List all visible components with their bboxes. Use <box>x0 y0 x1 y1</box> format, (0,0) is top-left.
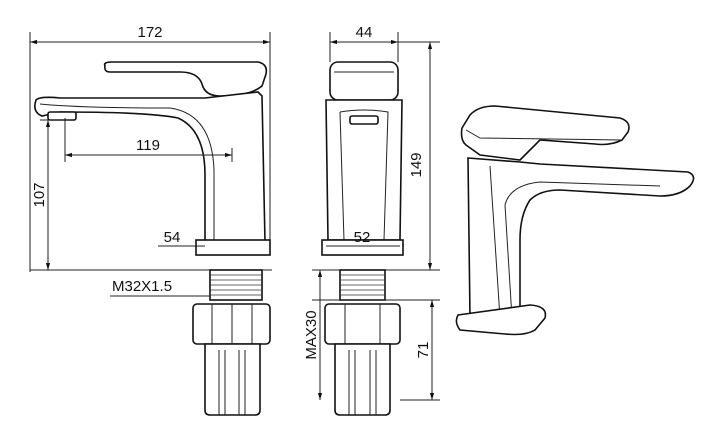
dim-overall-height: 149 <box>408 152 425 177</box>
base-3d <box>455 304 547 336</box>
dim-spout-reach: 119 <box>136 137 160 154</box>
front-view: 172 119 107 54 M32X1.5 <box>29 24 272 416</box>
nut-fingers-side <box>334 343 391 416</box>
body-and-spout <box>34 91 266 243</box>
base-plate <box>195 239 271 256</box>
dim-spout-height: 107 <box>31 182 48 207</box>
dim-body-width: 44 <box>356 24 373 41</box>
dim-thread: M32X1.5 <box>112 278 172 295</box>
dim-base-width-side: 52 <box>354 229 371 246</box>
perspective-view <box>455 105 695 336</box>
handle-side <box>329 61 399 101</box>
side-view: 44 52 149 MAX30 71 <box>303 24 440 416</box>
aerator <box>47 111 77 121</box>
dim-overall-length: 172 <box>137 24 162 41</box>
base-side <box>321 239 404 256</box>
handle <box>103 61 268 97</box>
body-3d <box>467 157 695 319</box>
nut-side <box>324 303 401 345</box>
dim-shank-length: 71 <box>415 342 432 359</box>
handle-3d <box>460 105 630 161</box>
nut-fingers <box>204 343 261 416</box>
dim-max-thickness: MAX30 <box>303 310 320 359</box>
dim-base-width-front: 54 <box>164 229 181 246</box>
